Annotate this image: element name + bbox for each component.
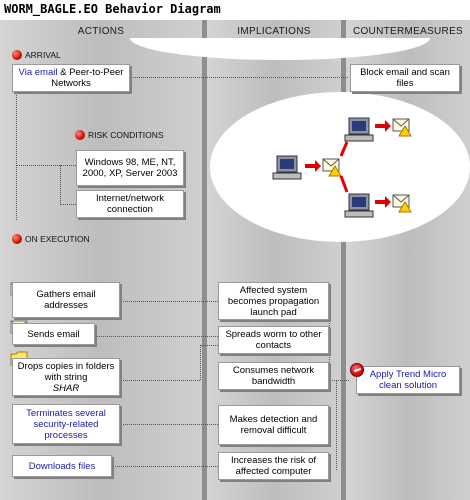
connector-line	[95, 336, 218, 337]
implication-spreads-worm: Spreads worm to other contacts	[218, 326, 329, 354]
computer-icon	[344, 117, 374, 142]
arrow-icon	[375, 196, 391, 208]
bullet-icon	[12, 50, 22, 60]
connector-line	[200, 345, 201, 380]
risk-internet-box: Internet/network connection	[76, 190, 184, 218]
email-icon	[392, 194, 412, 213]
connector-line	[336, 380, 337, 470]
countermeasure-trend-micro[interactable]: Apply Trend Micro clean solution	[356, 366, 460, 394]
action-terminates-processes: Terminates several security-related proc…	[12, 404, 120, 444]
connector-line	[329, 380, 349, 381]
arrival-box: Via email & Peer-to-Peer Networks	[12, 64, 130, 92]
via-email-link: Via email	[18, 67, 58, 78]
countermeasures-header: COUNTERMEASURES	[352, 26, 464, 37]
implication-increases-risk: Increases the risk of affected computer	[218, 452, 329, 480]
implications-header: IMPLICATIONS	[237, 26, 311, 37]
computer-icon	[344, 193, 374, 218]
connector-line	[120, 301, 218, 302]
connector-line	[112, 466, 218, 467]
section-arrival-label: ARRIVAL	[25, 50, 61, 60]
connector-line	[120, 380, 200, 381]
connector-line	[329, 300, 330, 380]
implication-detection-difficult: Makes detection and removal difficult	[218, 405, 329, 445]
connector-line	[16, 90, 17, 220]
propagation-oval	[210, 92, 470, 242]
email-icon	[392, 118, 412, 137]
action-gathers-email: Gathers email addresses	[12, 282, 120, 318]
section-arrival: ARRIVAL	[12, 50, 61, 60]
section-on-execution: ON EXECUTION	[12, 234, 90, 244]
computer-icon	[272, 155, 302, 180]
arrow-icon	[305, 160, 321, 172]
header-wave	[130, 38, 430, 60]
action-downloads-files: Downloads files	[12, 455, 112, 477]
arrival-text: & Peer-to-Peer Networks	[51, 67, 124, 89]
connector-line	[60, 165, 61, 205]
section-risk-conditions: RISK CONDITIONS	[75, 130, 164, 140]
bullet-icon	[12, 234, 22, 244]
arrow-icon	[339, 175, 349, 193]
column-divider	[341, 20, 346, 500]
section-execution-label: ON EXECUTION	[25, 234, 90, 244]
email-icon	[322, 158, 342, 177]
countermeasures-column	[346, 20, 470, 500]
actions-header: ACTIONS	[77, 26, 125, 37]
implication-consumes-bandwidth: Consumes network bandwidth	[218, 362, 329, 390]
trend-micro-logo-icon	[350, 363, 364, 377]
action-sends-email: Sends email	[12, 323, 95, 345]
diagram-title: WORM_BAGLE.EO Behavior Diagram	[4, 2, 221, 16]
arrow-icon	[375, 120, 391, 132]
bullet-icon	[75, 130, 85, 140]
connector-line	[130, 77, 348, 78]
column-divider	[202, 20, 207, 500]
countermeasure-block-email: Block email and scan files	[350, 64, 460, 92]
arrow-icon	[339, 141, 349, 157]
connector-line	[120, 424, 218, 425]
risk-os-box: Windows 98, ME, NT, 2000, XP, Server 200…	[76, 150, 184, 186]
connector-line	[16, 165, 76, 166]
connector-line	[200, 345, 218, 346]
connector-line	[60, 204, 76, 205]
section-risk-label: RISK CONDITIONS	[88, 130, 164, 140]
propagation-illustration	[272, 117, 412, 218]
implication-affected-system: Affected system becomes propagation laun…	[218, 282, 329, 320]
